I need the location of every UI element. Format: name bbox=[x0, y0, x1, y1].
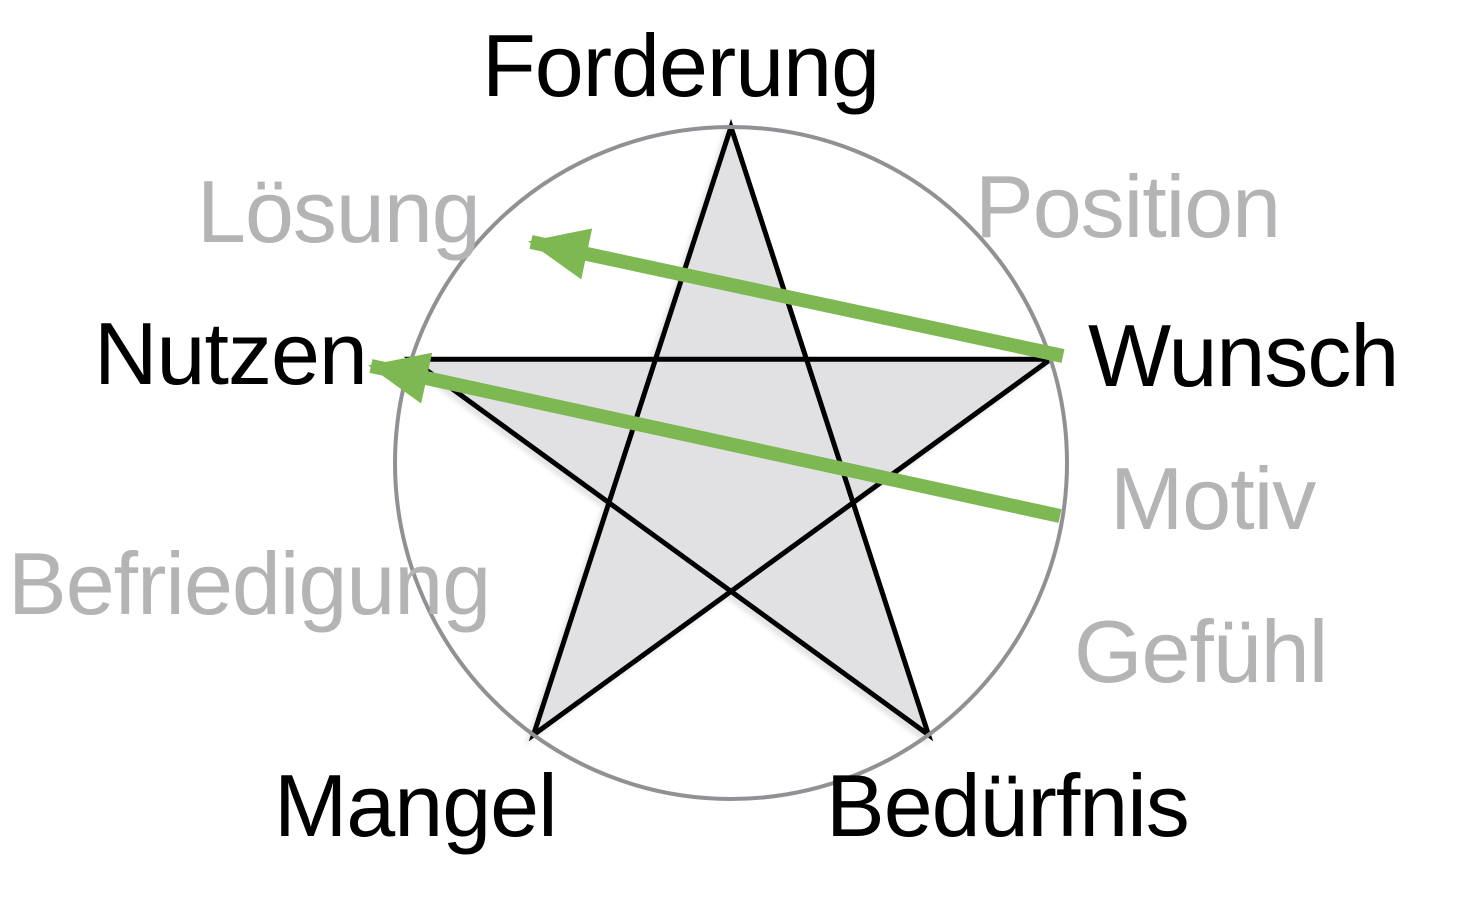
label-nutzen: Nutzen bbox=[94, 304, 368, 403]
label-motiv: Motiv bbox=[1110, 449, 1316, 548]
arrow-wunsch-to-loesung bbox=[528, 228, 1065, 363]
arrow-motiv-to-nutzen bbox=[368, 352, 1062, 523]
label-mangel: Mangel bbox=[274, 756, 558, 855]
label-position: Position bbox=[975, 157, 1281, 256]
label-forderung: Forderung bbox=[482, 16, 880, 115]
label-gefuehl: Gefühl bbox=[1074, 602, 1328, 701]
pentagram-star bbox=[403, 118, 1059, 742]
label-wunsch: Wunsch bbox=[1088, 306, 1399, 405]
label-beduerfnis: Bedürfnis bbox=[826, 756, 1190, 855]
label-loesung: Lösung bbox=[197, 162, 481, 261]
outer-circle bbox=[393, 125, 1069, 801]
label-befriedigung: Befriedigung bbox=[8, 534, 491, 633]
